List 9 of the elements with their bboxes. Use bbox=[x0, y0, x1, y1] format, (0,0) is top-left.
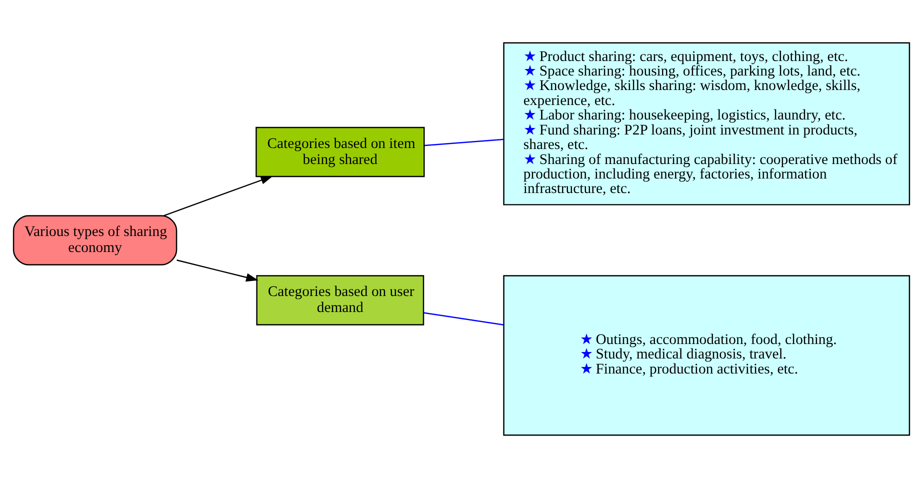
arrow bbox=[164, 175, 274, 216]
node-box: ★Outings, accommodation, food, clothing. ★Study, medical diagnosis, travel. ★Finance, production activities, etc. bbox=[503, 274, 910, 436]
node-box: Categories based on item being shared bbox=[256, 126, 425, 177]
node-box: Categories based on user demand bbox=[256, 274, 424, 325]
connector bbox=[424, 138, 504, 146]
connector bbox=[423, 312, 504, 325]
node-box: ★Product sharing: cars, equipment, toys, clothing, etc. ★Space sharing: housing, offices, parking lots, land, etc. ★Knowledge, skills sharing: wisdom, knowledge, skills, experience, etc. ★Labor sharing: housekeeping, logistics, laundry, etc. ★Fund sharing: P2P loans, joint investment in products, shares, etc. ★Sharing of manufacturing capability: cooperative methods of production, including energy, factories, information infrastructure, etc. bbox=[503, 42, 910, 205]
node-box: Various types of sharing economy bbox=[12, 214, 178, 265]
arrow bbox=[176, 259, 258, 282]
